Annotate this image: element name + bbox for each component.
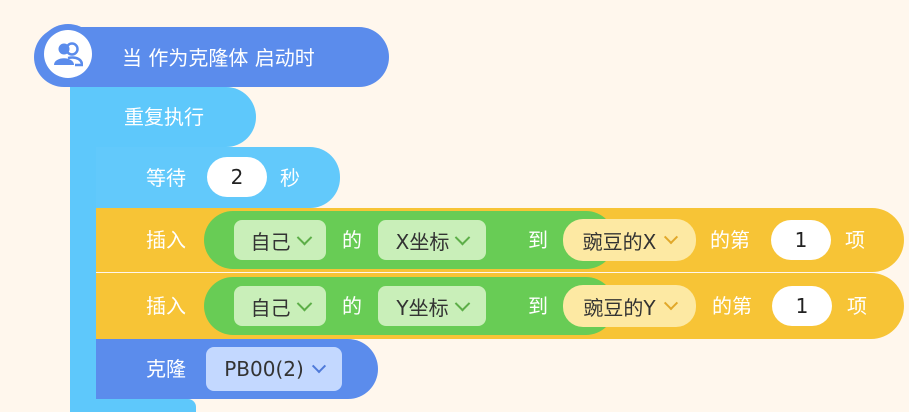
- clone-prefix: 克隆: [146, 357, 186, 381]
- insert-x-item: 项: [845, 228, 865, 252]
- chevron-down-icon: [296, 295, 312, 311]
- chevron-down-icon: [663, 296, 678, 311]
- wait-prefix: 等待: [146, 166, 186, 190]
- insert-x-index-value: 1: [794, 228, 808, 252]
- wait-seconds-input[interactable]: 2: [207, 157, 267, 197]
- wait-suffix: 秒: [280, 166, 300, 190]
- insert-y-nth: 的第: [712, 294, 752, 318]
- insert-x-attribute-label: X坐标: [395, 229, 450, 254]
- insert-x-to: 到: [528, 228, 548, 252]
- chevron-down-icon: [454, 295, 470, 311]
- insert-x-target-dropdown[interactable]: 自己: [234, 220, 326, 260]
- insert-x-index-input[interactable]: 1: [771, 220, 831, 260]
- insert-y-sensing-reporter[interactable]: 自己 的 Y坐标: [204, 277, 615, 335]
- clone-target-label: PB00(2): [224, 357, 304, 381]
- insert-x-target-label: 自己: [250, 229, 291, 254]
- insert-x-attribute-dropdown[interactable]: X坐标: [378, 220, 486, 260]
- insert-y-list-dropdown[interactable]: 豌豆的Y: [563, 285, 696, 327]
- insert-y-index-value: 1: [795, 294, 809, 318]
- insert-y-attribute-label: Y坐标: [396, 295, 449, 320]
- hat-label: 当 作为克隆体 启动时: [122, 46, 315, 70]
- chevron-down-icon: [296, 229, 312, 245]
- insert-y-item: 项: [847, 294, 867, 318]
- insert-y-of: 的: [342, 294, 362, 318]
- chevron-down-icon: [455, 229, 471, 245]
- clone-target-dropdown[interactable]: PB00(2): [206, 347, 342, 391]
- wait-seconds-value: 2: [230, 165, 244, 189]
- clone-user-icon: [44, 30, 92, 78]
- wait-block[interactable]: 等待 2 秒: [96, 147, 340, 208]
- clone-block[interactable]: 克隆 PB00(2): [96, 339, 378, 399]
- insert-x-nth: 的第: [710, 228, 750, 252]
- hat-icon-badge: [38, 24, 98, 84]
- insert-y-to: 到: [528, 294, 548, 318]
- insert-y-target-dropdown[interactable]: 自己: [234, 286, 326, 326]
- insert-y-index-input[interactable]: 1: [772, 286, 832, 326]
- insert-x-list-dropdown[interactable]: 豌豆的X: [563, 219, 696, 261]
- repeat-block-bottom: [96, 399, 196, 412]
- repeat-label: 重复执行: [124, 105, 204, 129]
- insert-y-list-label: 豌豆的Y: [583, 295, 656, 320]
- insert-x-block[interactable]: 插入 自己 的 X坐标 到 豌豆的X 的第 1 项: [96, 208, 904, 272]
- insert-y-prefix: 插入: [146, 294, 186, 318]
- insert-x-list-label: 豌豆的X: [582, 229, 657, 254]
- insert-x-of: 的: [342, 228, 362, 252]
- insert-x-prefix: 插入: [146, 228, 186, 252]
- insert-y-attribute-dropdown[interactable]: Y坐标: [378, 286, 486, 326]
- insert-x-sensing-reporter[interactable]: 自己 的 X坐标: [204, 211, 615, 269]
- chevron-down-icon: [311, 359, 326, 374]
- chevron-down-icon: [664, 230, 679, 245]
- insert-y-target-label: 自己: [250, 295, 291, 320]
- insert-y-block[interactable]: 插入 自己 的 Y坐标 到 豌豆的Y 的第 1 项: [96, 273, 904, 339]
- repeat-block[interactable]: 重复执行: [70, 87, 256, 147]
